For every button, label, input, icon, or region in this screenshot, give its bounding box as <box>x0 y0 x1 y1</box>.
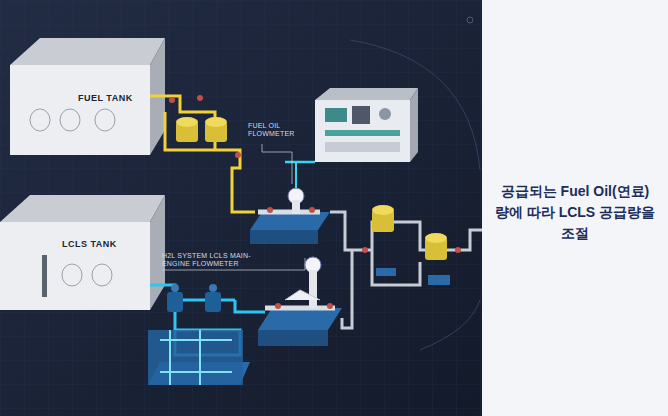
fuel-tank: FUEL TANK <box>10 65 150 155</box>
lcls-tank: LCLS TANK <box>0 222 150 310</box>
flowmeter-callout: FUEL OIL FLOWMETER <box>248 122 300 138</box>
flowmeter-callout: H2L SYSTEM LCLS MAIN-ENGINE FLOWMETER <box>162 252 260 268</box>
side-caption: 공급되는 Fuel Oil(연료)량에 따라 LCLS 공급량을 조절 <box>491 181 659 244</box>
tank-label: FUEL TANK <box>78 93 133 103</box>
tank-label: LCLS TANK <box>62 239 117 249</box>
